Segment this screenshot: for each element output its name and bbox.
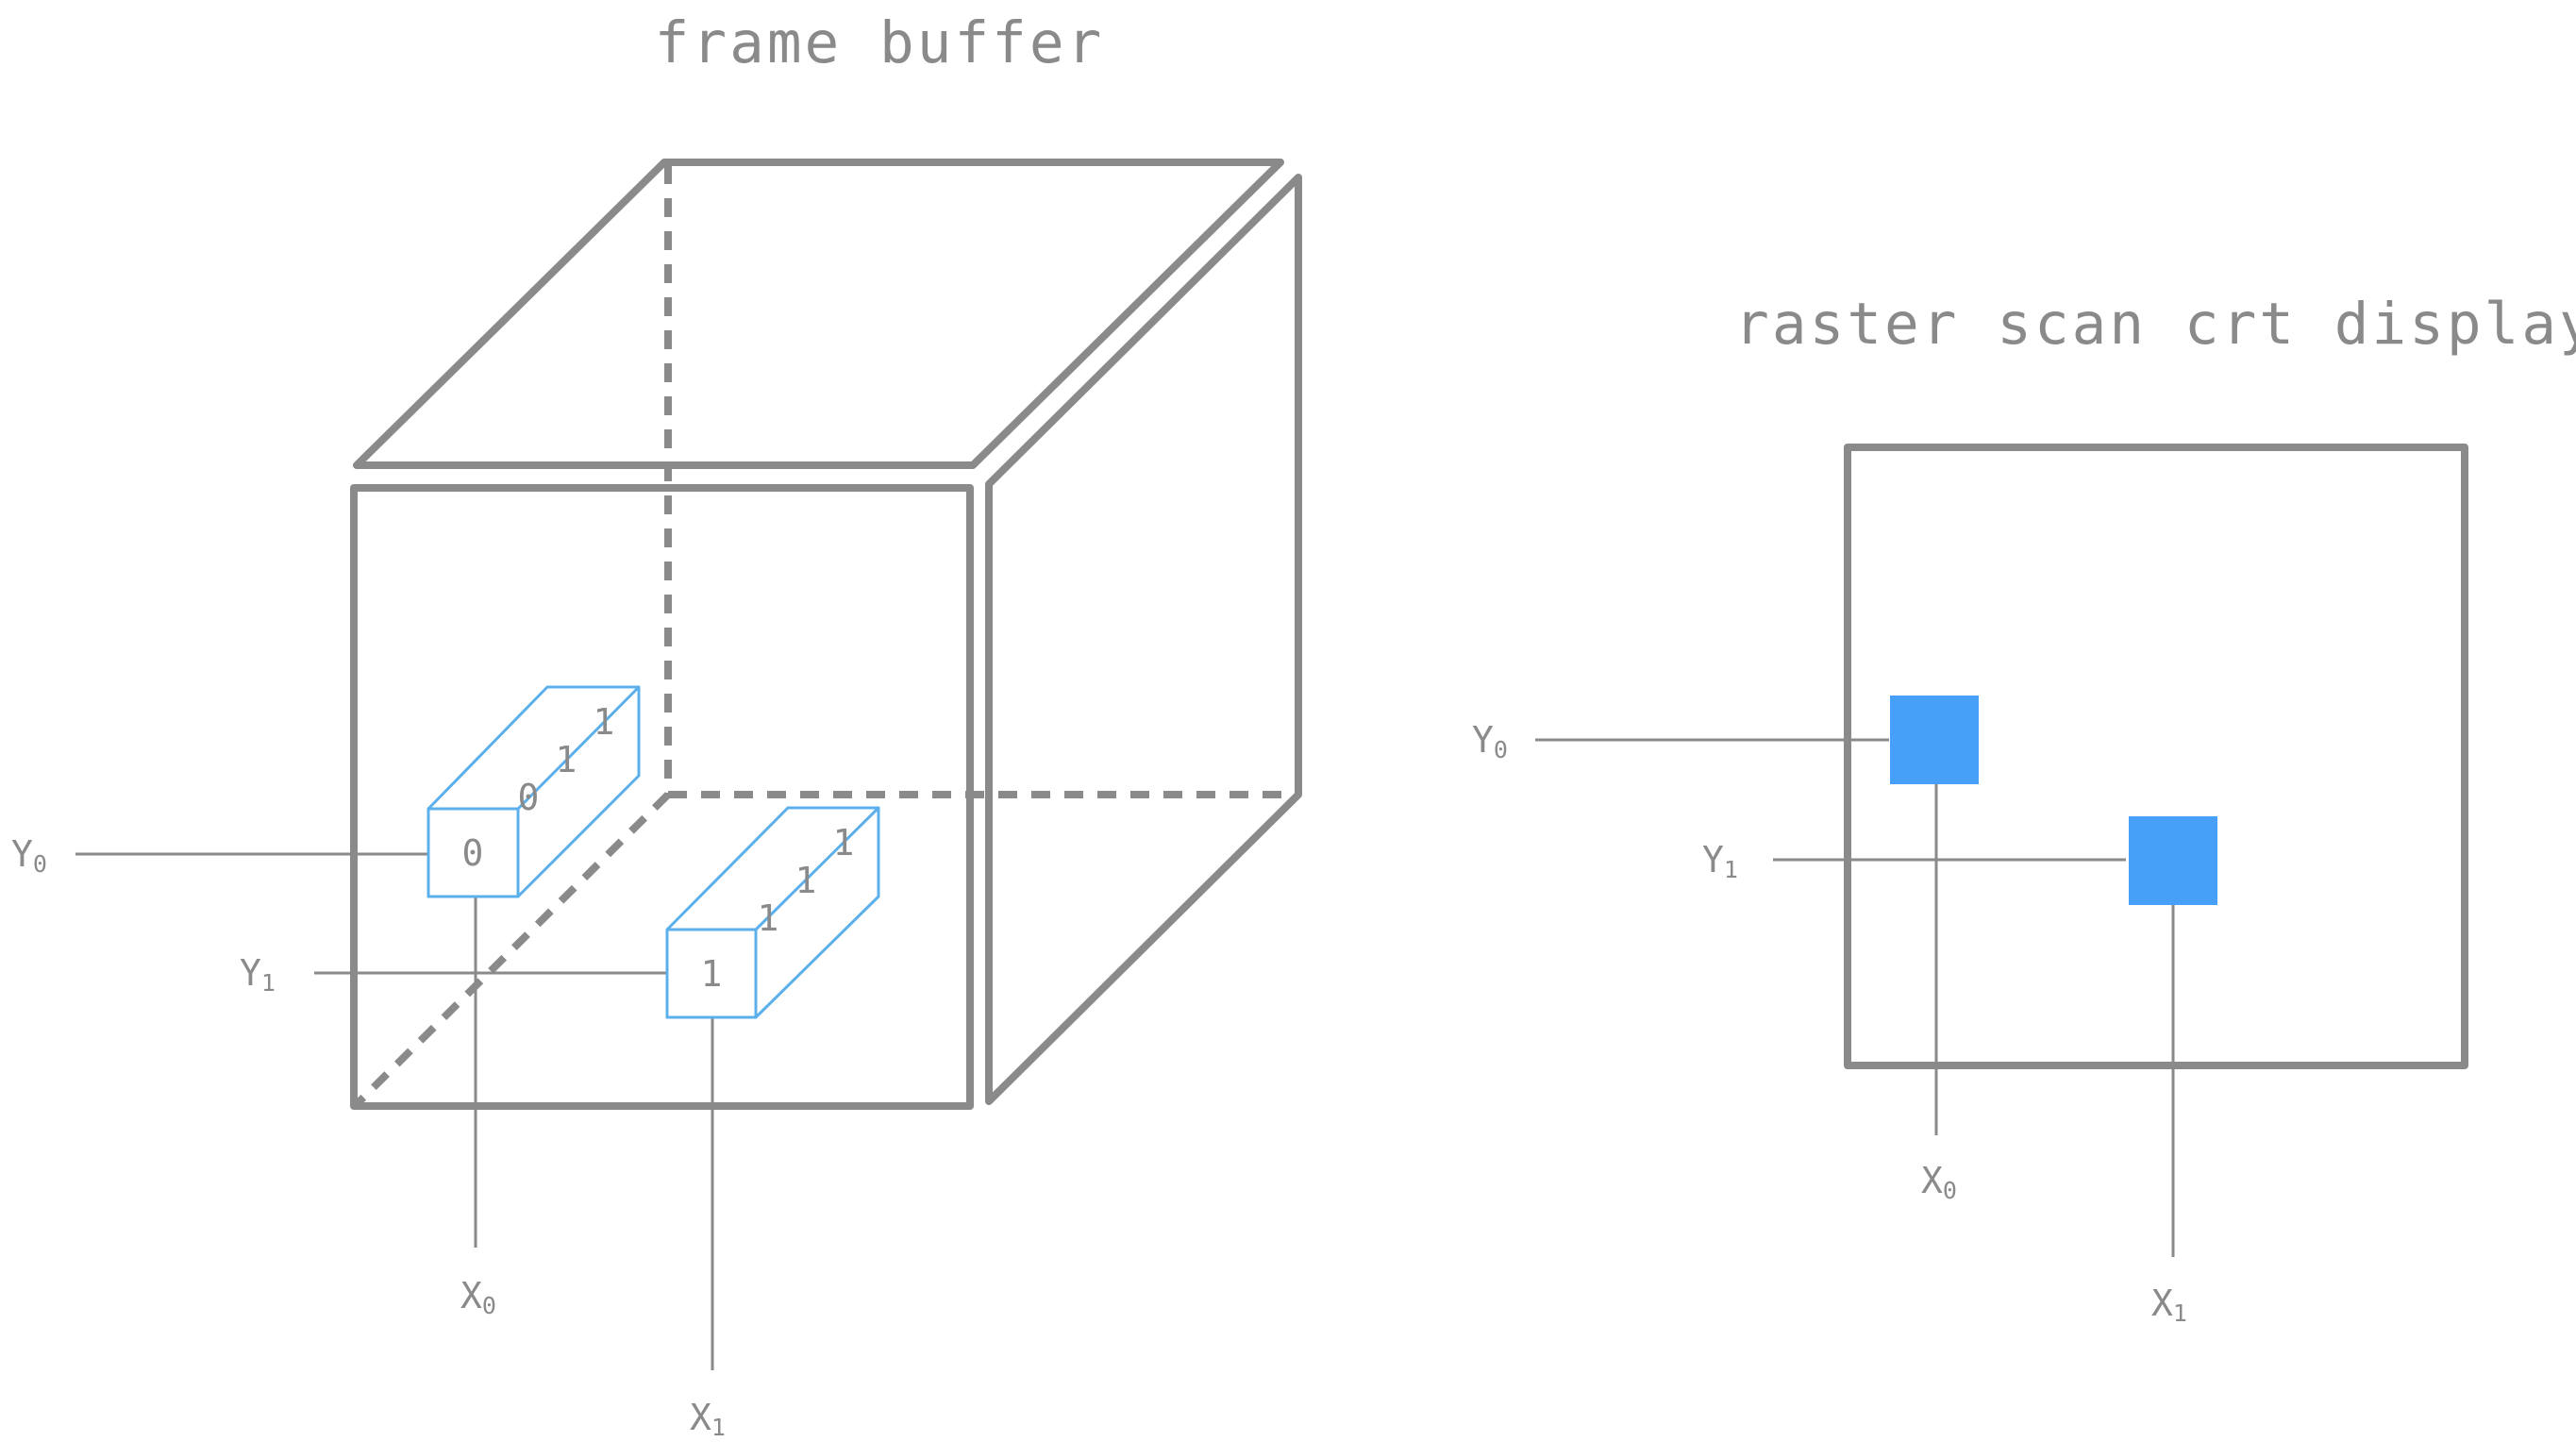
bit-cell-0-depth-2: 1 [556,739,577,780]
frame-buffer-title: frame buffer [655,9,1105,76]
cube-right-face [985,174,1302,1105]
frame-buffer-x0-label: X0 [460,1275,496,1319]
frame-buffer-cube [350,159,1302,1110]
bit-cell-0-front [427,807,520,898]
bit-cell-1-depth-2: 1 [795,860,817,901]
bit-cell-0-front-value: 0 [462,832,484,874]
crt-y0-label: Y0 [1472,719,1508,763]
bit-cell-1-front-value: 1 [701,953,723,995]
crt-display [1535,444,2468,1257]
crt-y1-label: Y1 [1702,839,1738,883]
bit-cell-1-top-edge [754,806,880,931]
bit-cell-0-depth-3: 1 [594,701,615,743]
crt-screen [1844,444,2468,1069]
bit-cell-1-front [665,928,758,1019]
cube-front-face [350,484,974,1110]
crt-x0-label: X0 [1921,1160,1957,1204]
frame-buffer-y0-label: Y0 [11,833,47,878]
bit-cell-1-depth-1: 1 [758,897,779,939]
crt-display-title: raster scan crt display [1734,291,2576,358]
frame-buffer-y1-label: Y1 [240,952,276,997]
frame-buffer-guides [75,852,714,1370]
hidden-depth-edge [354,792,671,1107]
crt-pixel-0 [1890,696,1979,784]
bit-cell-0: 0 0 1 1 [427,685,641,898]
bit-cell-1: 1 1 1 1 [665,806,880,1019]
bit-cell-1-depth-3: 1 [833,822,855,864]
bit-cell-0-depth-1: 0 [518,777,540,818]
crt-x1-label: X1 [2151,1283,2187,1327]
cube-top-face [353,159,1284,469]
crt-pixel-1 [2129,816,2217,905]
bit-cell-0-top-edge [516,685,641,811]
frame-buffer-x1-label: X1 [690,1397,726,1441]
